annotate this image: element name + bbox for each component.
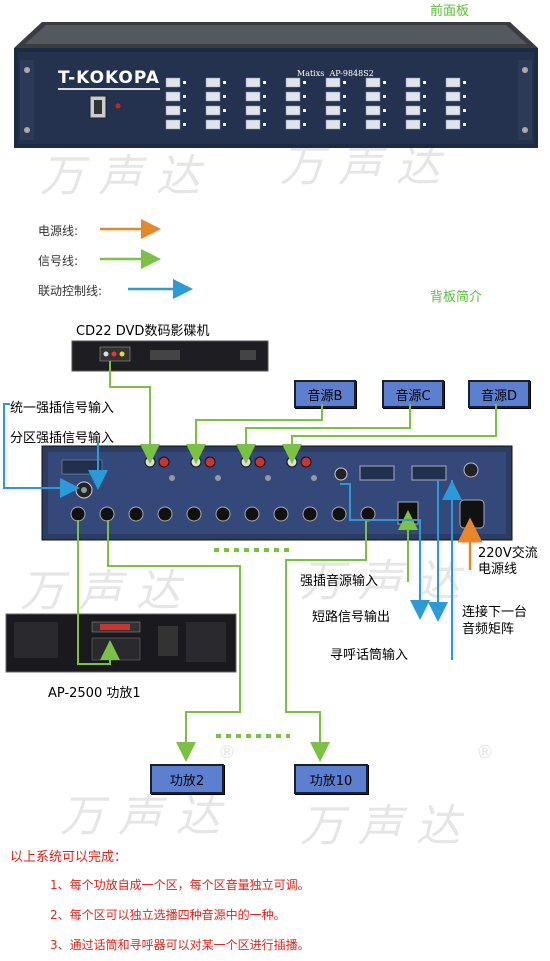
source-d-box: 音源D (468, 380, 530, 408)
source-c-box: 音源C (382, 380, 444, 408)
legend-control-label: 联动控制线: (38, 284, 103, 298)
watermark: 万声达 (300, 801, 474, 852)
level-knob (311, 475, 317, 481)
front-panel-title: 前面板 (430, 4, 470, 19)
rca-input-jack (300, 456, 312, 468)
front-panel-drawing (14, 22, 538, 148)
dvd-label: CD22 DVD数码影碟机 (76, 324, 210, 339)
model-label: Matixs AP-9848S2 (297, 69, 374, 78)
level-knob (169, 475, 175, 481)
output-jack (186, 506, 202, 522)
registered-mark-icon: ® (218, 742, 236, 763)
watermark: 万声达 (280, 141, 454, 192)
amp2-box: 功放2 (150, 764, 224, 794)
amp1-label: AP-2500 功放1 (48, 686, 141, 701)
source-b-box: 音源B (294, 380, 356, 408)
zone-force-input-label: 分区强插信号输入 (10, 431, 115, 446)
output-jack (273, 506, 289, 522)
back-panel-title: 背板简介 (430, 290, 483, 305)
front-panel-device: T-KOKOPA Matixs AP-9848S2 (12, 20, 540, 150)
rca-input-jack (204, 456, 216, 468)
short-signal-output-label: 短路信号输出 (312, 610, 391, 625)
watermark: 万声达 (40, 151, 214, 202)
output-jack (128, 506, 144, 522)
rca-input-jack (254, 456, 266, 468)
cascade-matrix-label: 连接下一台 音频矩阵 (462, 605, 528, 637)
rca-input-jack (158, 456, 170, 468)
output-jack (70, 506, 86, 522)
output-jack (99, 506, 115, 522)
output-jack (360, 506, 376, 522)
legend-signal-label: 信号线: (38, 254, 79, 268)
pager-mic-input-label: 寻呼话筒输入 (330, 648, 409, 663)
power-cord-label: 220V交流 电源线 (478, 546, 538, 577)
output-jack (244, 506, 260, 522)
watermark: 万声达 (20, 566, 194, 617)
output-jack (331, 506, 347, 522)
amp10-box: 功放10 (294, 764, 368, 794)
watermark: 万声达 (60, 791, 234, 842)
legend-power-label: 电源线: (38, 224, 79, 238)
output-jack (302, 506, 318, 522)
level-knob (265, 475, 271, 481)
brand-logo: T-KOKOPA (58, 68, 160, 90)
registered-mark-icon: ® (476, 742, 494, 763)
feature-item-1: 1、每个功放自成一个区，每个区音量独立可调。 (50, 878, 310, 892)
rca-input-jack (286, 456, 298, 468)
rca-input-jack (190, 456, 202, 468)
force-source-input-label: 强插音源输入 (300, 574, 379, 589)
output-jack (157, 506, 173, 522)
output-jack (215, 506, 231, 522)
rca-input-jack (144, 456, 156, 468)
rca-input-jack (240, 456, 252, 468)
unified-force-input-label: 统一强插信号输入 (10, 401, 115, 416)
feature-item-3: 3、通过话筒和寻呼器可以对某一个区进行插播。 (50, 938, 310, 952)
features-heading: 以上系统可以完成： (10, 850, 128, 865)
level-knob (215, 475, 221, 481)
feature-item-2: 2、每个区可以独立选播四种音源中的一种。 (50, 908, 286, 922)
